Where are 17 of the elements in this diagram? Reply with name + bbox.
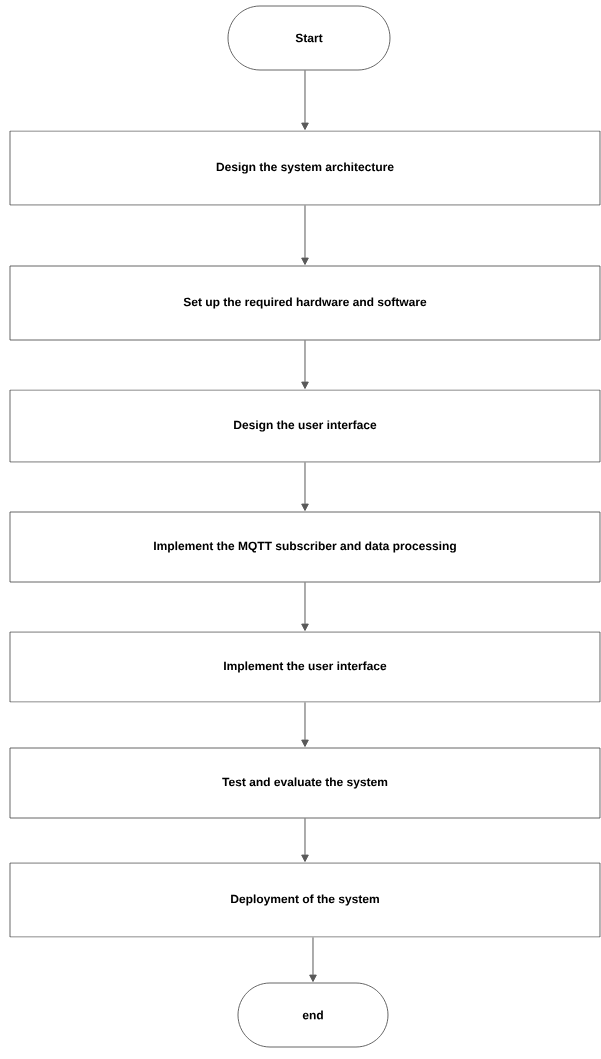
process-box: Design the user interface bbox=[9, 389, 601, 463]
arrow bbox=[309, 936, 317, 982]
process-box: Implement the user interface bbox=[9, 631, 601, 703]
process-box: Implement the MQTT subscriber and data processing bbox=[9, 511, 601, 583]
arrow bbox=[301, 461, 309, 511]
arrow bbox=[301, 701, 309, 747]
terminal-pill: end bbox=[237, 982, 389, 1048]
process-box: Design the system architecture bbox=[9, 130, 601, 206]
process-box: Deployment of the system bbox=[9, 862, 601, 938]
process-box: Test and evaluate the system bbox=[9, 747, 601, 819]
arrow bbox=[301, 581, 309, 631]
arrow bbox=[301, 817, 309, 862]
terminal-pill: Start bbox=[227, 5, 391, 71]
arrow bbox=[301, 204, 309, 265]
process-box: Set up the required hardware and software bbox=[9, 265, 601, 341]
arrow bbox=[301, 69, 309, 130]
arrow bbox=[301, 339, 309, 389]
